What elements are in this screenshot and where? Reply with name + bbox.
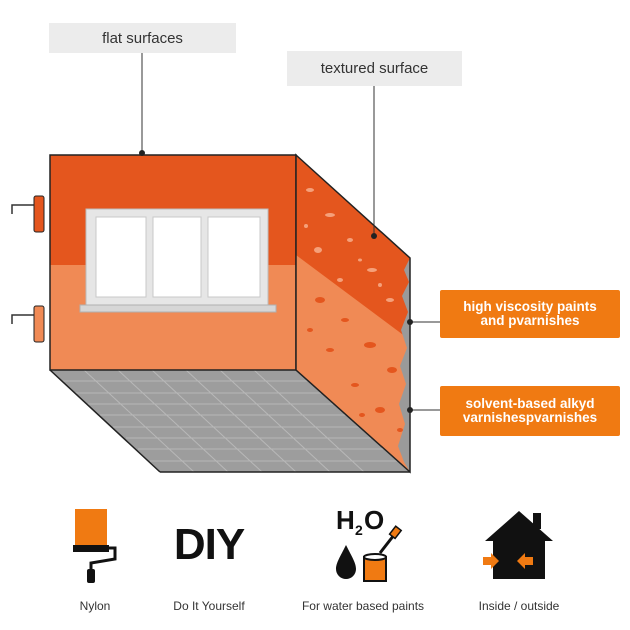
feature-caption: Nylon [79,599,111,613]
high-viscosity-text: high viscosity paints and pvarnishes [463,299,597,328]
solvent-based-text: solvent-based alkyd varnishespvarnishes [462,396,598,425]
texture-spots [304,188,394,302]
flat-surfaces-label: flat surfaces [49,23,236,53]
solvent-based-callout: solvent-based alkyd varnishespvarnishes [440,386,620,436]
feature-inside-outside: Inside / outside [444,505,594,613]
feature-diy: DIY Do It Yourself [134,505,284,614]
diy-text-icon: DIY [173,520,245,569]
feature-water-based: H 2 O For water based paints [288,505,438,613]
high-viscosity-callout: high viscosity paints and pvarnishes [440,290,620,338]
feature-caption: Inside / outside [478,599,560,613]
arrow-in-icon [483,553,499,569]
svg-text:H: H [336,505,355,535]
svg-text:2: 2 [355,522,363,538]
small-roller-icon [11,195,45,233]
water-paint-icon: H 2 O [336,505,403,582]
arrow-out-icon [517,553,533,569]
feature-caption: Do It Yourself [173,599,245,613]
small-roller-icon [11,305,45,343]
flat-surfaces-text: flat surfaces [102,29,183,47]
textured-surface-label: textured surface [287,51,462,86]
room-illustration [11,52,440,474]
floor-grid [62,369,397,473]
house-icon [483,511,553,579]
roller-icon [73,509,117,583]
svg-text:O: O [364,505,384,535]
tiled-floor [50,370,410,472]
textured-surface-text: textured surface [320,60,429,77]
feature-caption: For water based paints [301,599,425,613]
feature-nylon: Nylon [20,505,170,613]
window [79,208,277,313]
